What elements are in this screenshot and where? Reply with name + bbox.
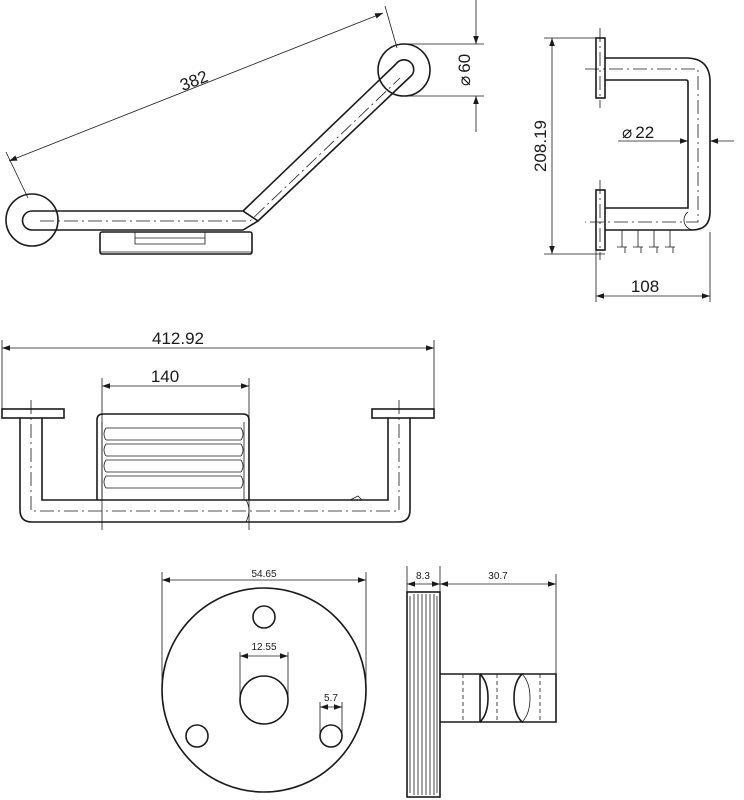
dim-412-label: 412.92 [152, 329, 204, 348]
dim-140-label: 140 [151, 367, 179, 386]
flange-boss-groove-left [479, 673, 489, 723]
flange-screw-hole-top [252, 605, 276, 629]
flange-side-plate-ribs [409, 594, 438, 795]
dim-1255-extensions [239, 652, 289, 700]
side-tube-outer [605, 57, 711, 231]
top-view: 382 ⌀ 60 [5, 0, 484, 255]
front-tube-outer [19, 418, 411, 523]
front-right-flange [371, 408, 435, 419]
horizontal-tube [32, 210, 260, 231]
diagonal-tube-end-cap [395, 59, 415, 76]
diameter-symbol: ⌀ [622, 123, 632, 142]
front-tube-centerline [30, 400, 400, 512]
dim-140-extensions [101, 378, 250, 530]
dim-1255-label: 12.55 [251, 642, 276, 653]
front-left-flange [1, 408, 65, 419]
flange-boss-hidden-lines [462, 674, 541, 722]
dim-307-label: 30.7 [488, 571, 508, 582]
flange-boss-middle [480, 673, 524, 723]
flange-face-outline [161, 587, 367, 793]
dim-22-label: ⌀22 [622, 123, 654, 142]
flange-screw-hole-left [185, 724, 209, 748]
side-tube-inner [605, 79, 689, 209]
dim-83-extensions [406, 566, 441, 592]
side-lower-flange [595, 189, 606, 251]
diagonal-tube [242, 63, 413, 222]
dim-382-extension-right [384, 5, 398, 49]
dim-382-extension-left [5, 151, 29, 199]
dim-208-label: 208.19 [531, 120, 550, 172]
dim-412-extensions [1, 340, 435, 409]
dim-60-label: ⌀ 60 [455, 54, 474, 86]
side-tube-centerline [585, 68, 699, 223]
flange-face-view: 54.65 12.55 5.7 [161, 569, 367, 793]
flange-boss-end [522, 673, 557, 723]
tube-centerline [40, 77, 401, 222]
dim-382-label: 382 [177, 67, 210, 95]
front-basket [96, 413, 363, 523]
side-tube-corner [683, 211, 701, 231]
flange-boss-base [440, 673, 481, 723]
dim-57-label: 5.7 [324, 693, 338, 704]
dim-5465-extensions [161, 572, 367, 690]
flange-center-hole [239, 675, 289, 725]
side-upper-flange [595, 37, 606, 99]
dim-382-line [8, 12, 384, 162]
right-flange-outline [377, 43, 431, 97]
horizontal-tube-end-cap [21, 210, 33, 231]
flange-screw-hole-right [319, 724, 343, 748]
front-view: 412.92 140 [1, 329, 435, 530]
front-tube-inner [41, 418, 389, 501]
flange-side-view: 8.3 30.7 [406, 566, 557, 798]
diameter-symbol: ⌀ [455, 76, 474, 86]
flange-side-plate [406, 591, 441, 798]
side-view: 208.19 ⌀22 108 [531, 28, 734, 302]
dim-5465-label: 54.65 [251, 569, 276, 580]
flange-boss-groove-right [521, 673, 531, 723]
dim-83-label: 8.3 [416, 571, 430, 582]
dim-22-value: 22 [635, 123, 654, 142]
dim-108-label: 108 [631, 277, 659, 296]
left-flange-outline [5, 193, 59, 247]
dim-60-value: 60 [455, 54, 474, 73]
basket-hooks [617, 230, 675, 253]
basket-top-outline [99, 231, 253, 255]
